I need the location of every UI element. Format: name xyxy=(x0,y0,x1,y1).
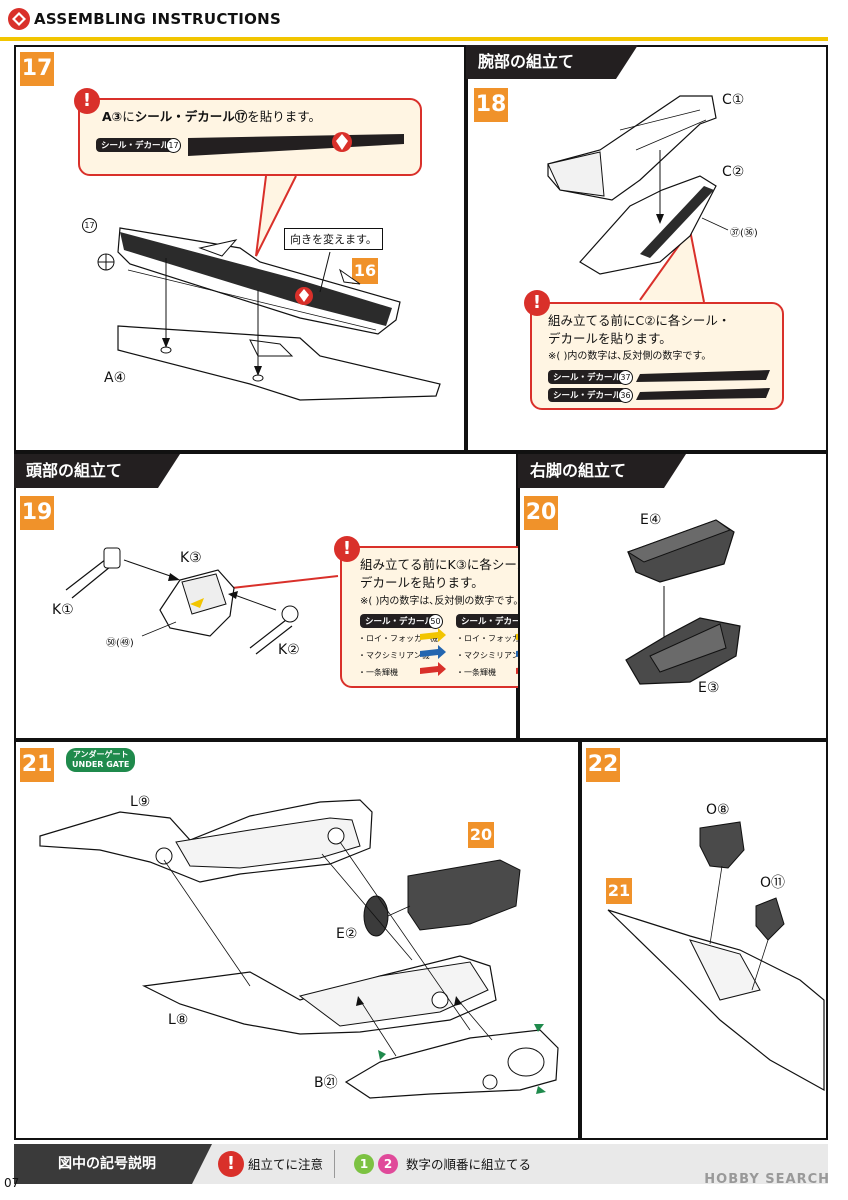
part-label-l9: L⑨ xyxy=(130,794,151,810)
note-suffix: を貼ります。 xyxy=(247,109,322,124)
part-label-k3: K③ xyxy=(180,550,202,566)
row-label: ・一条輝機 xyxy=(358,668,398,677)
decal-number: 36 xyxy=(618,388,633,403)
decal-table-header-left: シール・デカール xyxy=(360,614,439,628)
part-label-o8: O⑧ xyxy=(706,802,730,818)
part-label-c1: C① xyxy=(722,92,745,108)
part-label-e2: E② xyxy=(336,926,358,942)
row-label: ・マクシミリアン機 xyxy=(456,651,528,660)
decal-tag: シール・デカール xyxy=(548,388,627,402)
part-label-e4: E④ xyxy=(640,512,662,528)
caution-icon: ! xyxy=(334,536,360,562)
caution-icon: ! xyxy=(218,1151,244,1177)
legend-divider xyxy=(334,1150,335,1178)
section-tab: 腕部の組立て xyxy=(466,45,638,79)
substep-number: 21 xyxy=(606,878,632,904)
under-gate-jp: アンダーゲート xyxy=(72,750,129,759)
note-mid: に xyxy=(122,109,135,124)
caution-text: A③にシール・デカール⑰を貼ります。 xyxy=(102,108,321,125)
legend-warn-text: 組立てに注意 xyxy=(248,1157,324,1172)
part-label-l8: L⑧ xyxy=(168,1012,189,1028)
caution-line-2: デカールを貼ります。 xyxy=(360,575,484,590)
part-label-c2: C② xyxy=(722,164,745,180)
part-label-b21: B㉑ xyxy=(314,1075,338,1091)
substep-number: 16 xyxy=(352,258,378,284)
substep-number: 20 xyxy=(468,822,494,848)
caution-line-1: 組み立てる前にK③に各シール・ xyxy=(360,557,542,572)
header-rule xyxy=(0,37,828,41)
decal-tag: シール・デカール xyxy=(548,370,627,384)
row-label: ・マクシミリアン機 xyxy=(358,651,430,660)
decal-number: 17 xyxy=(166,138,181,153)
legend-order-text: 数字の順番に組立てる xyxy=(406,1157,532,1172)
step-number: 19 xyxy=(20,496,54,530)
order-badge-1: 1 xyxy=(354,1154,374,1174)
caution-line-3: ※( )内の数字は､反対側の数字です。 xyxy=(360,596,524,607)
part-label-a4: A④ xyxy=(104,370,127,386)
order-badge-2: 2 xyxy=(378,1154,398,1174)
step-number: 22 xyxy=(586,748,620,782)
row-label: ・ロイ・フォッカー機 xyxy=(358,634,438,643)
decal-number: 37 xyxy=(618,370,633,385)
section-tab: 右脚の組立て xyxy=(518,454,686,488)
section-tab: 頭部の組立て xyxy=(14,454,180,488)
step-20-panel xyxy=(518,452,828,740)
page-number: 07 xyxy=(4,1176,20,1190)
caution-line-1: 組み立てる前にC②に各シール・ xyxy=(548,313,731,328)
decal-ref: ㊿(㊾) xyxy=(106,638,134,649)
caution-line-3: ※( )内の数字は､反対側の数字です。 xyxy=(548,351,712,362)
step-number: 17 xyxy=(20,52,54,86)
decal-ref-number: 17 xyxy=(82,218,97,233)
caution-line-2: デカールを貼ります。 xyxy=(548,331,672,346)
part-label-k2: K② xyxy=(278,642,300,658)
step-number: 21 xyxy=(20,748,54,782)
decal-table-header-right: シール・デカール xyxy=(456,614,535,628)
under-gate-badge: アンダーゲート UNDER GATE xyxy=(66,748,136,772)
part-label-e3: E③ xyxy=(698,680,720,696)
step-number: 18 xyxy=(474,88,508,122)
under-gate-en: UNDER GATE xyxy=(72,760,130,769)
part-label-o11: O⑪ xyxy=(760,875,786,891)
part-label-k1: K① xyxy=(52,602,74,618)
caution-icon: ! xyxy=(74,88,100,114)
direction-tip: 向きを変えます。 xyxy=(284,228,383,250)
decal-number: 50 xyxy=(428,614,443,629)
logo-icon xyxy=(8,8,30,30)
legend-bar: 図中の記号説明 ! 組立てに注意 1 2 数字の順番に組立てる xyxy=(14,1144,828,1184)
decal-tag: シール・デカール xyxy=(96,138,175,152)
row-label: ・一条輝機 xyxy=(456,668,496,677)
caution-icon: ! xyxy=(524,290,550,316)
page-title: ASSEMBLING INSTRUCTIONS xyxy=(34,10,282,28)
part-ref: A③ xyxy=(102,109,123,124)
watermark: HOBBY SEARCH xyxy=(704,1172,830,1187)
decal-ref: シール・デカール⑰ xyxy=(134,109,248,124)
legend-title: 図中の記号説明 xyxy=(14,1144,212,1184)
decal-ref: ㊲(㊱) xyxy=(730,228,758,239)
page-header: ASSEMBLING INSTRUCTIONS xyxy=(0,0,848,41)
row-label: ・ロイ・フォッカー機 xyxy=(456,634,536,643)
step-number: 20 xyxy=(524,496,558,530)
